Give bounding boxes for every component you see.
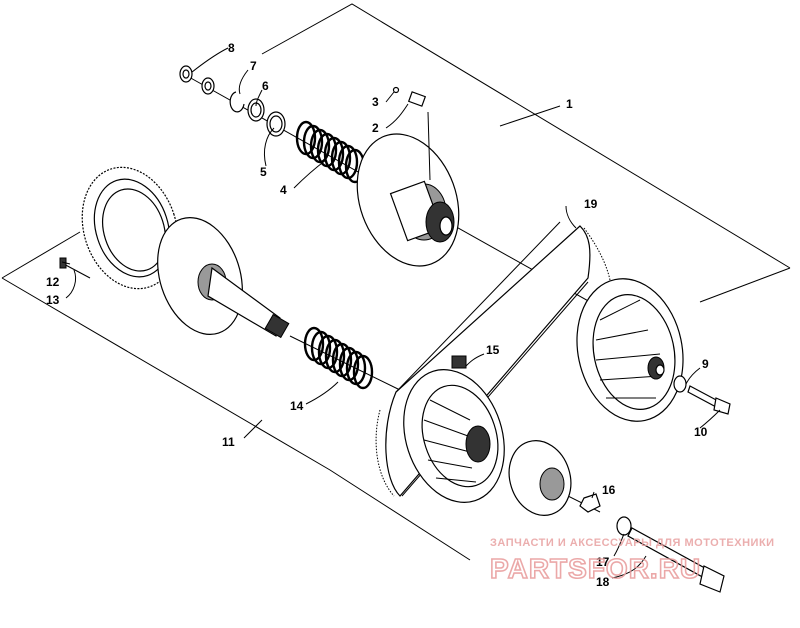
assembly-outline-lower bbox=[1, 231, 471, 561]
callout-1: 1 bbox=[566, 97, 573, 111]
watermark: ЗАПЧАСТИ И АКСЕССУАРЫ ДЛЯ МОТОТЕХНИКИ PA… bbox=[489, 537, 775, 585]
lower-spring bbox=[303, 326, 374, 390]
callout-10: 10 bbox=[694, 425, 708, 439]
callout-11: 11 bbox=[222, 435, 235, 449]
callout-4: 4 bbox=[280, 183, 287, 197]
ring-gear bbox=[81, 166, 179, 290]
callout-8: 8 bbox=[228, 41, 235, 55]
callout-12: 12 bbox=[46, 275, 60, 289]
callout-6: 6 bbox=[262, 79, 269, 93]
callout-13: 13 bbox=[46, 293, 60, 307]
callout-16: 16 bbox=[602, 483, 616, 497]
callout-19: 19 bbox=[584, 197, 598, 211]
assembly-outline-upper bbox=[261, 3, 791, 303]
callout-15: 15 bbox=[486, 343, 500, 357]
cam-weight bbox=[392, 86, 427, 107]
primary-sheave bbox=[403, 355, 505, 503]
callout-18: 18 bbox=[596, 575, 610, 589]
spring-coil bbox=[352, 354, 374, 390]
upper-movable-sheave bbox=[356, 111, 460, 267]
watermark-logo: PARTSFOR.RU bbox=[490, 553, 701, 584]
callout-9: 9 bbox=[702, 357, 709, 371]
callout-17: 17 bbox=[596, 555, 610, 569]
callout-labels: 1 2 3 4 5 6 7 8 9 10 11 12 13 14 15 16 1… bbox=[46, 41, 709, 589]
spring-seat-ring bbox=[266, 111, 286, 137]
nut-washer-bolt bbox=[579, 493, 725, 593]
snap-ring bbox=[229, 91, 245, 113]
upper-spring bbox=[295, 120, 366, 184]
driven-sheave bbox=[576, 278, 684, 422]
callout-3: 3 bbox=[372, 95, 379, 109]
watermark-tagline: ЗАПЧАСТИ И АКСЕССУАРЫ ДЛЯ МОТОТЕХНИКИ bbox=[490, 537, 775, 549]
fixed-sheave-shaft bbox=[157, 217, 290, 339]
washer-pair bbox=[179, 65, 215, 95]
callout-5: 5 bbox=[260, 165, 267, 179]
callout-2: 2 bbox=[372, 121, 379, 135]
leader-lines bbox=[61, 47, 721, 579]
callout-7: 7 bbox=[250, 59, 257, 73]
retaining-ring bbox=[247, 98, 265, 122]
callout-14: 14 bbox=[290, 399, 304, 413]
washer-and-bolt-right bbox=[673, 375, 731, 415]
cam-spider bbox=[508, 440, 572, 516]
